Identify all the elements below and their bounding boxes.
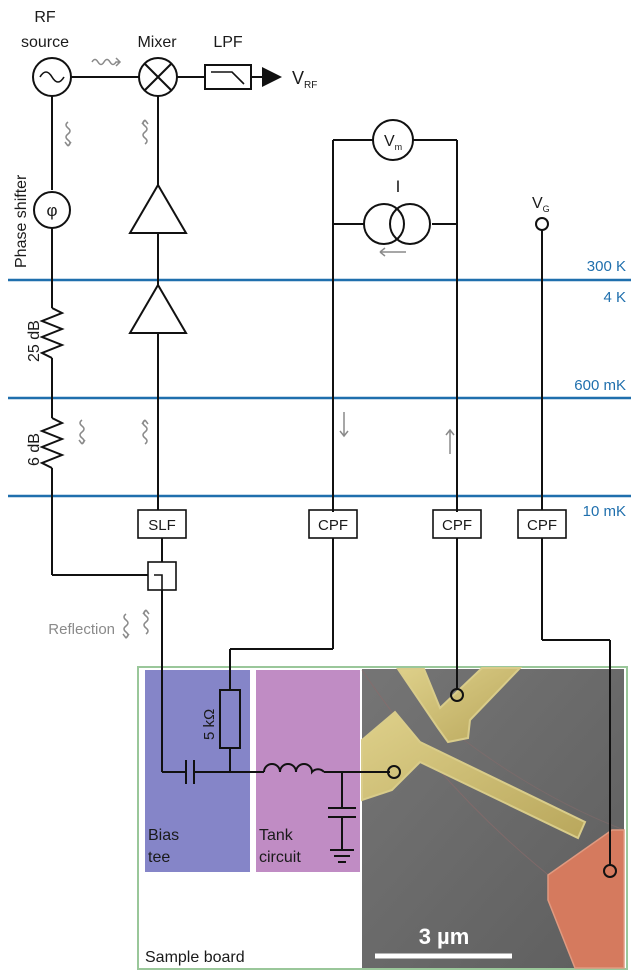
voltmeter-label: Vm	[384, 133, 402, 152]
bias-tee-label-1: Bias	[148, 827, 179, 844]
current-up-arrow	[445, 428, 455, 454]
mixer-icon	[138, 57, 178, 97]
voltmeter-icon	[372, 119, 414, 161]
rf-source-icon	[32, 57, 72, 97]
phase-shifter-label: Phase shifter	[13, 174, 30, 268]
temp-label-600mk: 600 mK	[574, 377, 626, 394]
directional-coupler-icon	[147, 561, 177, 591]
phase-shifter-symbol: φ	[46, 201, 57, 220]
tank-circuit-label-1: Tank	[259, 827, 294, 844]
cpf-label-1: CPF	[318, 517, 348, 534]
amplifier-1-icon	[128, 183, 188, 234]
wave-squiggle-icon	[91, 57, 122, 67]
lpf-icon	[204, 64, 252, 90]
current-down-arrow	[339, 412, 349, 438]
node-tank-to-gate	[387, 765, 401, 779]
bias-tee-label-2: tee	[148, 849, 170, 866]
phase-shifter-icon: φ	[33, 191, 71, 229]
lpf-label: LPF	[213, 34, 243, 51]
rf-source-label-1: RF	[34, 9, 56, 26]
resistor-5kohm-label: 5 kΩ	[201, 709, 218, 740]
current-source-label: I	[396, 177, 401, 196]
sem-image: 3 µm	[361, 667, 625, 969]
rf-source-label-2: source	[21, 34, 69, 51]
node-drain-contact	[450, 688, 464, 702]
ground-icon	[330, 849, 354, 863]
current-source-icon	[363, 203, 431, 245]
temp-label-4k: 4 K	[603, 289, 626, 306]
attenuator-25db-label: 25 dB	[26, 320, 43, 362]
attenuator-6db-icon	[39, 417, 65, 469]
temp-label-300k: 300 K	[587, 258, 626, 275]
tank-circuit-label-2: circuit	[259, 849, 301, 866]
sample-board-frame	[137, 666, 628, 970]
temp-label-10mk: 10 mK	[583, 503, 626, 520]
amplifier-2-icon	[128, 283, 188, 334]
mixer-label: Mixer	[137, 34, 177, 51]
attenuator-25db-icon	[39, 307, 65, 359]
sample-board-label: Sample board	[145, 949, 245, 966]
vg-terminal	[535, 217, 549, 231]
slf-label: SLF	[148, 517, 176, 534]
attenuator-6db-label: 6 dB	[26, 433, 43, 466]
vrf-label: VRF	[292, 68, 317, 91]
cpf-label-2: CPF	[442, 517, 472, 534]
cpf-label-3: CPF	[527, 517, 557, 534]
inductor-icon	[263, 763, 325, 775]
reflection-label: Reflection	[48, 621, 115, 638]
scale-bar-label: 3 µm	[419, 924, 470, 949]
vg-label: VG	[532, 195, 550, 214]
node-gate-contact	[603, 864, 617, 878]
